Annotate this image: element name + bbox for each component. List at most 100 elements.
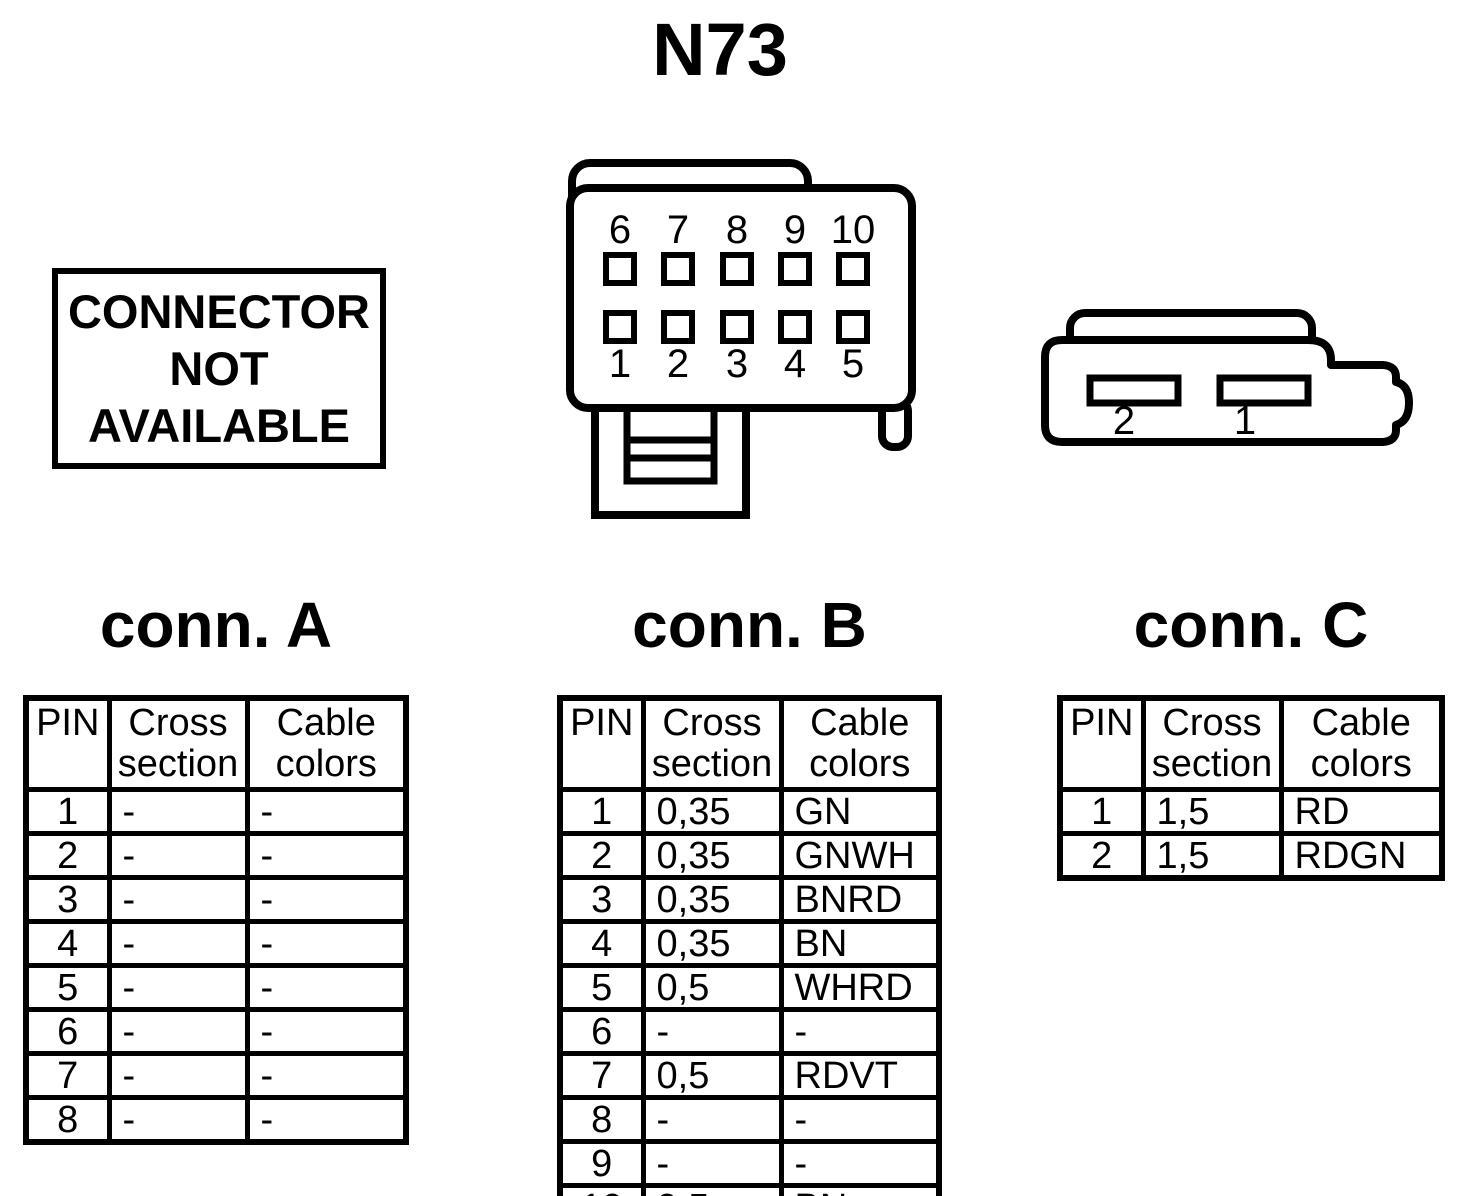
- cable-color-cell: -: [244, 875, 409, 924]
- table-row: 9--: [557, 1139, 942, 1188]
- pin-number-cell: 3: [557, 875, 646, 924]
- pin-number-cell: 6: [557, 1007, 646, 1056]
- table-row: 100,5BN: [557, 1183, 942, 1196]
- notice-line: NOT: [169, 342, 269, 395]
- cross-section-cell: 0,5: [640, 1183, 784, 1196]
- cross-section-cell: 1,5: [1140, 831, 1284, 881]
- cable-color-cell: -: [244, 919, 409, 968]
- pin-number-cell: 10: [557, 1183, 646, 1196]
- cable-color-cell: -: [778, 1007, 942, 1056]
- pin-cavity-2: [661, 310, 695, 344]
- cable-colors-column-header: Cable colors: [778, 695, 942, 792]
- pin-number-cell: 5: [23, 963, 112, 1012]
- connector-not-available-box: CONNECTOR NOT AVAILABLE: [52, 268, 386, 469]
- pin-label: 3: [726, 342, 748, 386]
- pin-cavity-9: [778, 252, 812, 286]
- pin-label: 9: [784, 208, 806, 252]
- cable-color-cell: -: [244, 1007, 409, 1056]
- table-row: 3--: [23, 875, 409, 924]
- connector-c-slot-2: [1086, 374, 1182, 407]
- connector-c-slot-1: [1216, 374, 1312, 407]
- cross-section-cell: -: [640, 1095, 784, 1144]
- cross-section-cell: -: [640, 1139, 784, 1188]
- cable-color-cell: RDVT: [778, 1051, 942, 1100]
- cable-color-cell: RDGN: [1278, 831, 1445, 881]
- cross-section-cell: -: [106, 1051, 250, 1100]
- cross-section-cell: 0,5: [640, 963, 784, 1012]
- conn-c-heading: conn. C: [1133, 589, 1369, 661]
- pin-number-cell: 2: [1057, 831, 1146, 881]
- table-row: 7--: [23, 1051, 409, 1100]
- cable-color-cell: -: [244, 1095, 409, 1145]
- pin-number-cell: 9: [557, 1139, 646, 1188]
- cable-colors-column-header: Cable colors: [244, 695, 409, 792]
- cross-section-cell: -: [106, 831, 250, 880]
- cross-section-cell: 1,5: [1140, 787, 1284, 836]
- conn-b-heading: conn. B: [632, 589, 867, 661]
- pin-number-cell: 7: [23, 1051, 112, 1100]
- pin-number-cell: 8: [23, 1095, 112, 1145]
- cross-section-cell: 0,35: [640, 831, 784, 880]
- pin-column-header: PIN: [557, 695, 646, 792]
- pin-label: 7: [667, 208, 689, 252]
- pin-label: 6: [609, 208, 631, 252]
- page-title: N73: [652, 8, 788, 91]
- conn-a-heading: conn. A: [99, 589, 333, 661]
- pin-number-cell: 1: [23, 787, 112, 836]
- cable-color-cell: BN: [778, 919, 942, 968]
- cable-color-cell: GN: [778, 787, 942, 836]
- pin-number-cell: 7: [557, 1051, 646, 1100]
- pin-label: 2: [667, 342, 689, 386]
- pin-column-header: PIN: [1057, 695, 1146, 792]
- cross-section-cell: -: [106, 1095, 250, 1145]
- pin-column-header: PIN: [23, 695, 112, 792]
- cross-section-column-header: Cross section: [106, 695, 250, 792]
- cable-color-cell: BNRD: [778, 875, 942, 924]
- cross-section-cell: -: [106, 787, 250, 836]
- pin-number-cell: 3: [23, 875, 112, 924]
- pin-cavity-5: [836, 310, 870, 344]
- slot-label: 1: [1234, 399, 1256, 443]
- notice-line: CONNECTOR: [67, 285, 371, 338]
- cross-section-cell: -: [106, 875, 250, 924]
- cable-color-cell: WHRD: [778, 963, 942, 1012]
- cable-color-cell: -: [778, 1139, 942, 1188]
- cross-section-cell: -: [106, 919, 250, 968]
- cross-section-cell: 0,35: [640, 919, 784, 968]
- cross-section-cell: 0,5: [640, 1051, 784, 1100]
- pin-label: 8: [726, 208, 748, 252]
- pin-label: 10: [831, 208, 876, 252]
- pin-number-cell: 1: [1057, 787, 1146, 836]
- pin-number-cell: 1: [557, 787, 646, 836]
- notice-line: AVAILABLE: [88, 399, 350, 452]
- cross-section-cell: -: [106, 963, 250, 1012]
- pin-cavity-10: [836, 252, 870, 286]
- table-row: 4--: [23, 919, 409, 968]
- table-row: 1--: [23, 787, 409, 836]
- pin-number-cell: 4: [557, 919, 646, 968]
- pin-number-cell: 8: [557, 1095, 646, 1144]
- cable-color-cell: -: [244, 963, 409, 1012]
- pin-cavity-1: [603, 310, 637, 344]
- table-row: 8--: [23, 1095, 409, 1145]
- pin-cavity-8: [720, 252, 754, 286]
- cross-section-cell: 0,35: [640, 875, 784, 924]
- slot-label: 2: [1113, 399, 1135, 443]
- cable-color-cell: BN: [778, 1183, 942, 1196]
- cable-color-cell: -: [778, 1095, 942, 1144]
- pin-number-cell: 5: [557, 963, 646, 1012]
